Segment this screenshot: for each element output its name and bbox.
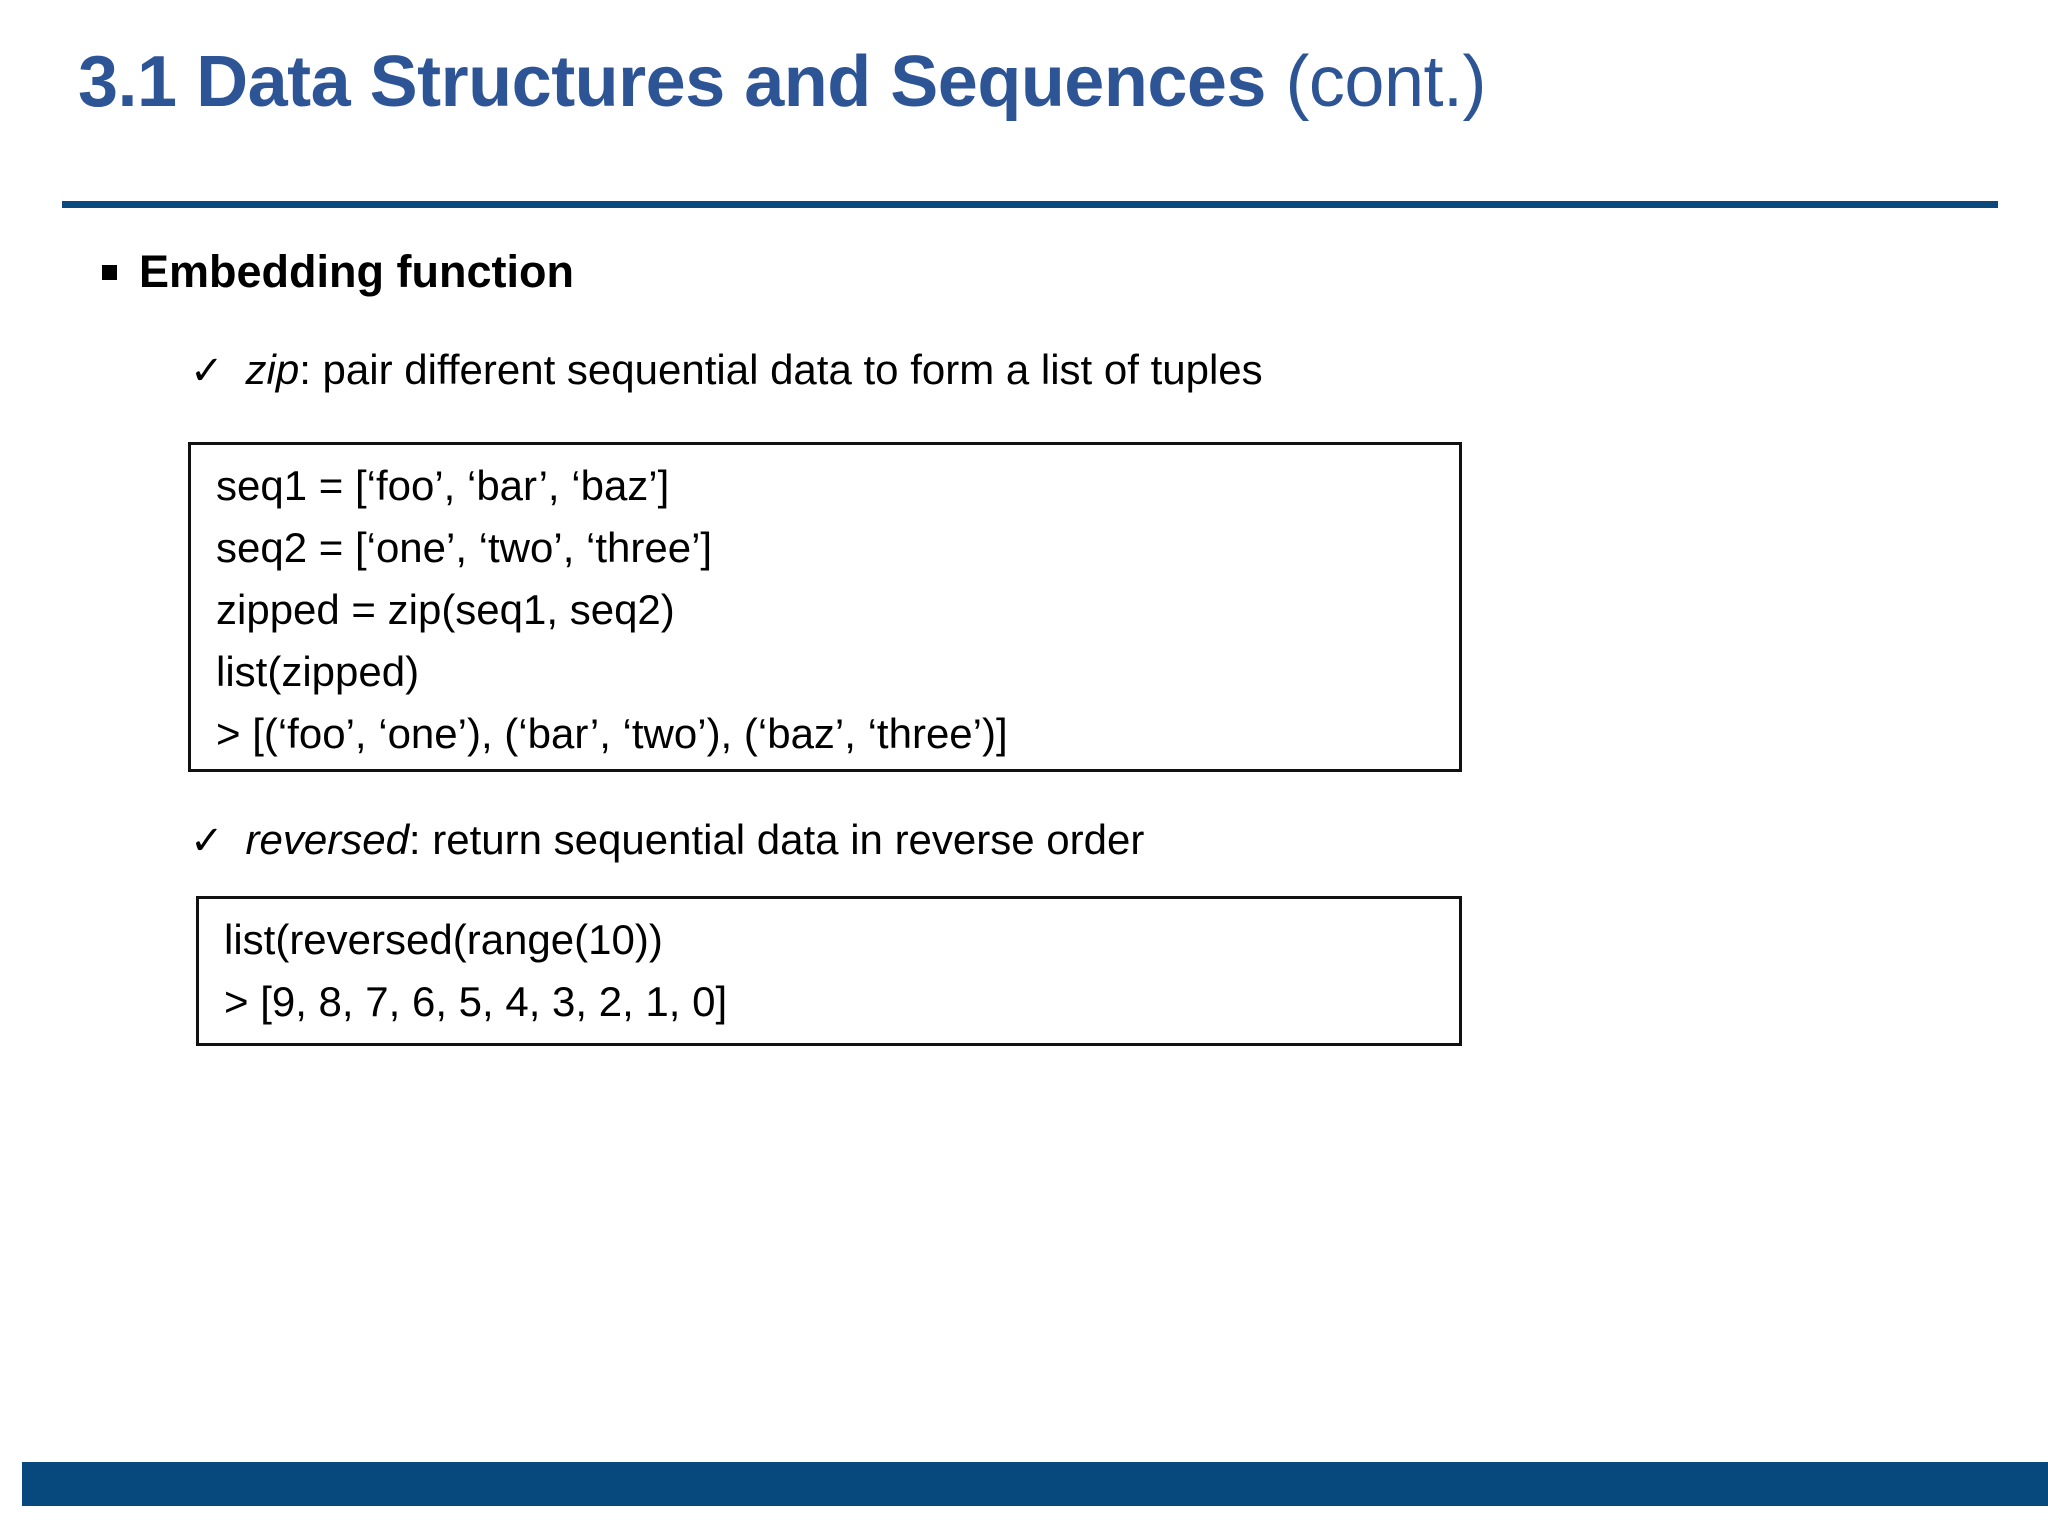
code-line: > [9, 8, 7, 6, 5, 4, 3, 2, 1, 0] [224, 978, 728, 1025]
square-bullet-icon [102, 265, 117, 280]
code-block-zip: seq1 = [‘foo’, ‘bar’, ‘baz’] seq2 = [‘on… [188, 442, 1462, 772]
term-zip: zip [245, 346, 300, 393]
page-title-suffix: (cont.) [1265, 42, 1487, 122]
code-block-reversed: list(reversed(range(10)) > [9, 8, 7, 6, … [196, 896, 1462, 1046]
list-item-zip-description: : pair different sequential data to form… [299, 346, 1263, 393]
check-icon: ✓ [190, 349, 224, 393]
code-line: > [(‘foo’, ‘one’), (‘bar’, ‘two’), (‘baz… [216, 710, 1008, 757]
bullet-embedding-function-label: Embedding function [139, 246, 574, 297]
page-title: 3.1 Data Structures and Sequences (cont.… [78, 46, 1978, 118]
page-title-main: 3.1 Data Structures and Sequences [78, 42, 1266, 122]
code-block-reversed-lines: list(reversed(range(10)) > [9, 8, 7, 6, … [224, 909, 1453, 1033]
list-item-reversed-description: : return sequential data in reverse orde… [408, 816, 1145, 863]
code-line: seq1 = [‘foo’, ‘bar’, ‘baz’] [216, 462, 670, 509]
code-line: list(zipped) [216, 648, 420, 695]
bullet-embedding-function: Embedding function [102, 248, 574, 295]
code-line: list(reversed(range(10)) [224, 916, 663, 963]
footer-bar [22, 1462, 2048, 1506]
list-item-reversed: ✓ reversed: return sequential data in re… [190, 816, 1145, 863]
code-line: zipped = zip(seq1, seq2) [216, 586, 675, 633]
term-reversed: reversed [245, 816, 409, 863]
code-line: seq2 = [‘one’, ‘two’, ‘three’] [216, 524, 713, 571]
list-item-reversed-text: reversed: return sequential data in reve… [245, 816, 1145, 863]
code-block-zip-lines: seq1 = [‘foo’, ‘bar’, ‘baz’] seq2 = [‘on… [216, 455, 1453, 765]
list-item-zip: ✓ zip: pair different sequential data to… [190, 346, 1263, 393]
title-divider [62, 201, 1998, 208]
check-icon: ✓ [190, 819, 224, 863]
list-item-zip-text: zip: pair different sequential data to f… [245, 346, 1263, 393]
